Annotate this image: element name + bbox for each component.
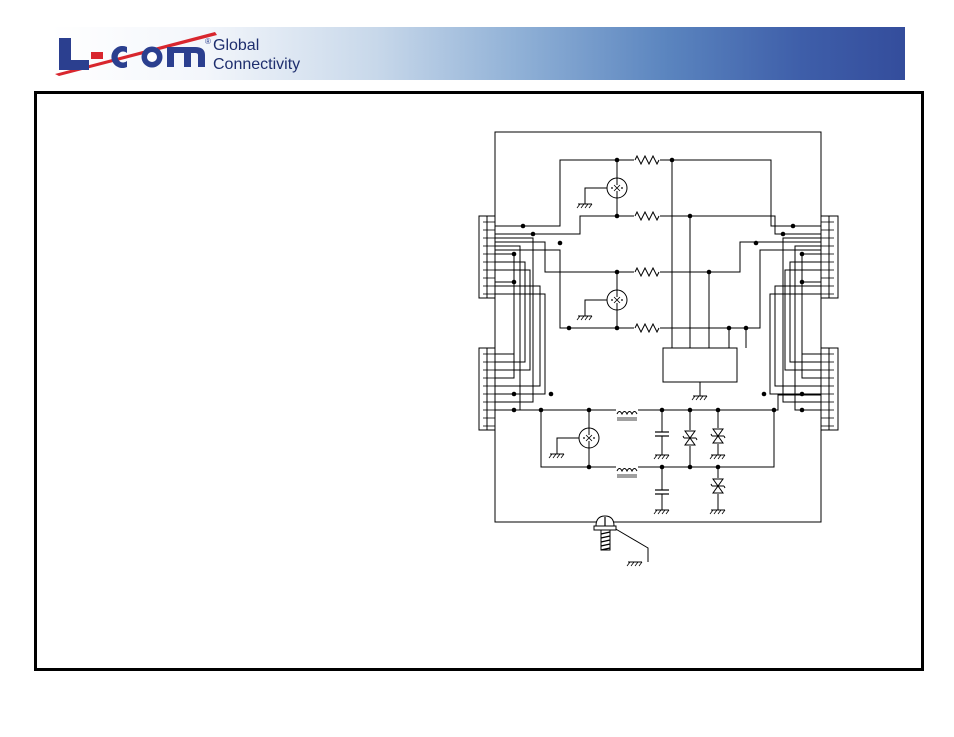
- capacitor-1-icon: [655, 432, 669, 436]
- ground-screw-icon: [594, 516, 616, 550]
- left-top-connector: [479, 216, 495, 298]
- resistor-r3-icon: [635, 268, 659, 276]
- right-top-connector: [821, 216, 838, 298]
- ground-symbol-icon: [654, 455, 669, 459]
- resistor-r1-icon: [635, 156, 659, 164]
- chassis-ground-icon: [627, 562, 642, 566]
- resistor-r4-icon: [635, 324, 659, 332]
- resistor-r2-icon: [635, 212, 659, 220]
- tvs-diode-1-icon: [683, 431, 697, 445]
- ground-symbol-icon: [692, 396, 707, 400]
- ground-symbol-icon: [654, 510, 669, 514]
- tvs-diode-3-icon: [711, 479, 725, 493]
- common-mode-choke-2-icon: [617, 469, 637, 478]
- common-mode-choke-1-icon: [617, 412, 637, 421]
- gas-discharge-tube-2-icon: [607, 290, 627, 310]
- tvs-diode-2-icon: [711, 429, 725, 443]
- ground-symbol-icon: [549, 454, 564, 458]
- ground-symbol-icon: [577, 204, 592, 208]
- ground-symbol-icon: [710, 455, 725, 459]
- right-bottom-connector: [821, 348, 838, 430]
- left-bottom-connector: [479, 348, 495, 430]
- gas-discharge-tube-1-icon: [607, 178, 627, 198]
- capacitor-2-icon: [655, 490, 669, 494]
- schematic-wiring: [495, 160, 821, 562]
- enclosure-outline: [495, 132, 821, 522]
- ground-symbol-icon: [577, 316, 592, 320]
- gas-discharge-tube-3-icon: [579, 428, 599, 448]
- protection-ic-block: [663, 348, 737, 382]
- ground-symbol-icon: [710, 510, 725, 514]
